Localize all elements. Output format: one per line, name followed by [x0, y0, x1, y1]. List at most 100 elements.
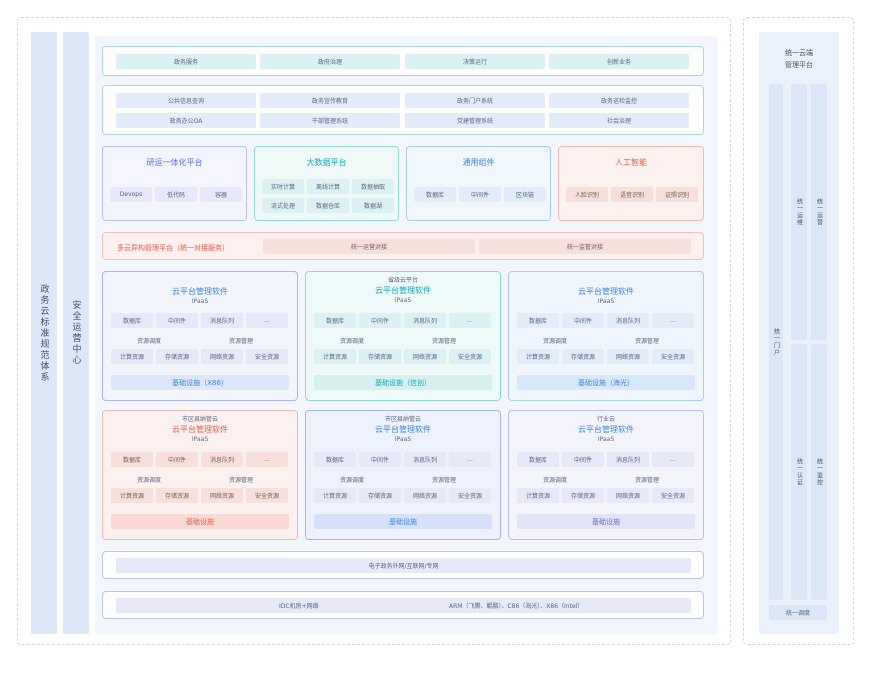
bigdata-item: 离线计算	[307, 179, 349, 194]
application-item: 政务巡检监控	[549, 93, 689, 108]
resource-item: 计算资源	[517, 488, 559, 503]
security-label: 安全运营中心	[70, 300, 81, 366]
multicloud-bar: 多云异构管理平台（统一对接服务） 统一运营对接 统一监管对接	[102, 232, 704, 260]
business-item: 政府治理	[260, 54, 400, 69]
application-item: 公共信息查询	[116, 93, 256, 108]
resource-item: 存储资源	[562, 349, 604, 364]
resource-item: 存储资源	[562, 488, 604, 503]
ipaas-label: IPaaS	[394, 297, 412, 304]
mgmt-label: 资源管理	[432, 338, 457, 345]
auth-column: 统一认证	[791, 344, 807, 600]
panel-title-line1: 统一云端	[785, 49, 813, 57]
paas-item: 消息队列	[607, 313, 649, 328]
sched-label: 资源调度	[340, 338, 365, 345]
application-item: 干部管理系统	[260, 113, 400, 128]
mgmt-label: 资源管理	[229, 338, 254, 345]
resource-item: 存储资源	[359, 349, 401, 364]
cloud-subtitle: 市区县纳管云	[384, 416, 421, 423]
network-row: 电子政务外网/互联网/专网	[102, 551, 704, 579]
bigdata-item: 实时计算	[262, 179, 304, 194]
bigdata-title: 大数据平台	[306, 158, 347, 167]
paas-item: 消息队列	[404, 452, 446, 467]
common-item: 中间件	[459, 187, 501, 202]
resource-item: 存储资源	[156, 349, 198, 364]
resource-item: 安全资源	[652, 488, 694, 503]
cloud-title: 云平台管理软件	[375, 286, 431, 295]
cloud-subtitle: 行业云	[596, 416, 615, 423]
paas-item: ...	[449, 452, 491, 467]
bigdata-item: 数据仓库	[307, 198, 349, 213]
business-item: 创新业务	[549, 54, 689, 69]
cloud-management-panel: 统一云端 管理平台 统一门户 统一运维 统一运营 统一认证 统一监控 统一调度	[759, 32, 839, 634]
portal-column: 统一门户	[769, 84, 783, 600]
unified-ops-link: 统一运营对接	[263, 239, 475, 254]
main-frame	[17, 17, 731, 645]
sched-label: 资源调度	[137, 477, 162, 484]
portal-label: 统一门户	[772, 328, 780, 356]
resource-item: 安全资源	[246, 349, 288, 364]
security-bar: 安全运营中心	[63, 32, 89, 634]
paas-item: 中间件	[359, 452, 401, 467]
ipaas-label: IPaaS	[597, 436, 615, 443]
common-components-card: 通用组件 数据库 中间件 区块链	[406, 146, 551, 221]
resource-item: 计算资源	[314, 349, 356, 364]
ops-column: 统一运维	[791, 84, 807, 340]
resource-item: 网络资源	[201, 349, 243, 364]
resource-item: 存储资源	[359, 488, 401, 503]
infrastructure-bar: 基础设施（海光）	[517, 375, 695, 390]
resource-item: 网络资源	[201, 488, 243, 503]
idc-bar: IDC机房+网络 ARM（飞腾、鲲鹏）、C86（海光）、X86（Intel）	[116, 598, 691, 613]
sched-label: 资源调度	[543, 338, 568, 345]
ipaas-label: IPaaS	[191, 436, 209, 443]
paas-item: 数据库	[517, 452, 559, 467]
cloud-title: 云平台管理软件	[172, 425, 228, 434]
common-item: 区块链	[504, 187, 546, 202]
business-row: 政务服务 政府治理 决策运行 创新业务	[102, 46, 704, 76]
monitor-column: 统一监控	[811, 344, 827, 600]
mgmt-label: 资源管理	[432, 477, 457, 484]
multicloud-title: 多云异构管理平台（统一对接服务）	[117, 244, 229, 252]
paas-item: 中间件	[562, 452, 604, 467]
ipaas-label: IPaaS	[191, 298, 209, 305]
cloud-title: 云平台管理软件	[172, 287, 228, 296]
resource-item: 计算资源	[111, 349, 153, 364]
paas-item: 数据库	[111, 313, 153, 328]
devops-item: 容器	[200, 187, 242, 202]
operation-label: 统一运营	[815, 198, 823, 226]
business-item: 决策运行	[405, 54, 545, 69]
bigdata-item: 数据抽取	[352, 179, 394, 194]
monitor-label: 统一监控	[815, 458, 823, 486]
paas-item: ...	[652, 452, 694, 467]
resource-item: 计算资源	[111, 488, 153, 503]
common-item: 数据库	[414, 187, 456, 202]
paas-item: 中间件	[156, 313, 198, 328]
paas-item: ...	[246, 452, 288, 467]
paas-item: ...	[449, 313, 491, 328]
devops-title: 研运一体化平台	[146, 158, 203, 167]
sched-label: 资源调度	[543, 477, 568, 484]
right-frame	[743, 17, 854, 645]
application-item: 政务办公OA	[116, 113, 256, 128]
paas-item: 消息队列	[607, 452, 649, 467]
mgmt-label: 资源管理	[229, 477, 254, 484]
devops-item: Devops	[110, 187, 152, 202]
ipaas-label: IPaaS	[597, 298, 615, 305]
mgmt-label: 资源管理	[635, 338, 660, 345]
application-row: 公共信息查询 政务宣传教育 政务门户系统 政务巡检监控 政务办公OA 干部管理系…	[102, 85, 704, 135]
cloud-title: 云平台管理软件	[578, 425, 634, 434]
panel-title-line2: 管理平台	[785, 61, 813, 69]
resource-item: 存储资源	[156, 488, 198, 503]
bigdata-platform-card: 大数据平台 实时计算 离线计算 数据抽取 流式处理 数据仓库 数据湖	[254, 146, 399, 221]
paas-item: ...	[652, 313, 694, 328]
resource-item: 网络资源	[607, 488, 649, 503]
bigdata-item: 数据湖	[352, 198, 394, 213]
application-item: 党建管理系统	[405, 113, 545, 128]
auth-label: 统一认证	[795, 458, 803, 486]
sched-label: 资源调度	[340, 477, 365, 484]
idc-row: IDC机房+网络 ARM（飞腾、鲲鹏）、C86（海光）、X86（Intel）	[102, 591, 704, 619]
resource-item: 计算资源	[517, 349, 559, 364]
business-item: 政务服务	[116, 54, 256, 69]
paas-item: 消息队列	[201, 452, 243, 467]
